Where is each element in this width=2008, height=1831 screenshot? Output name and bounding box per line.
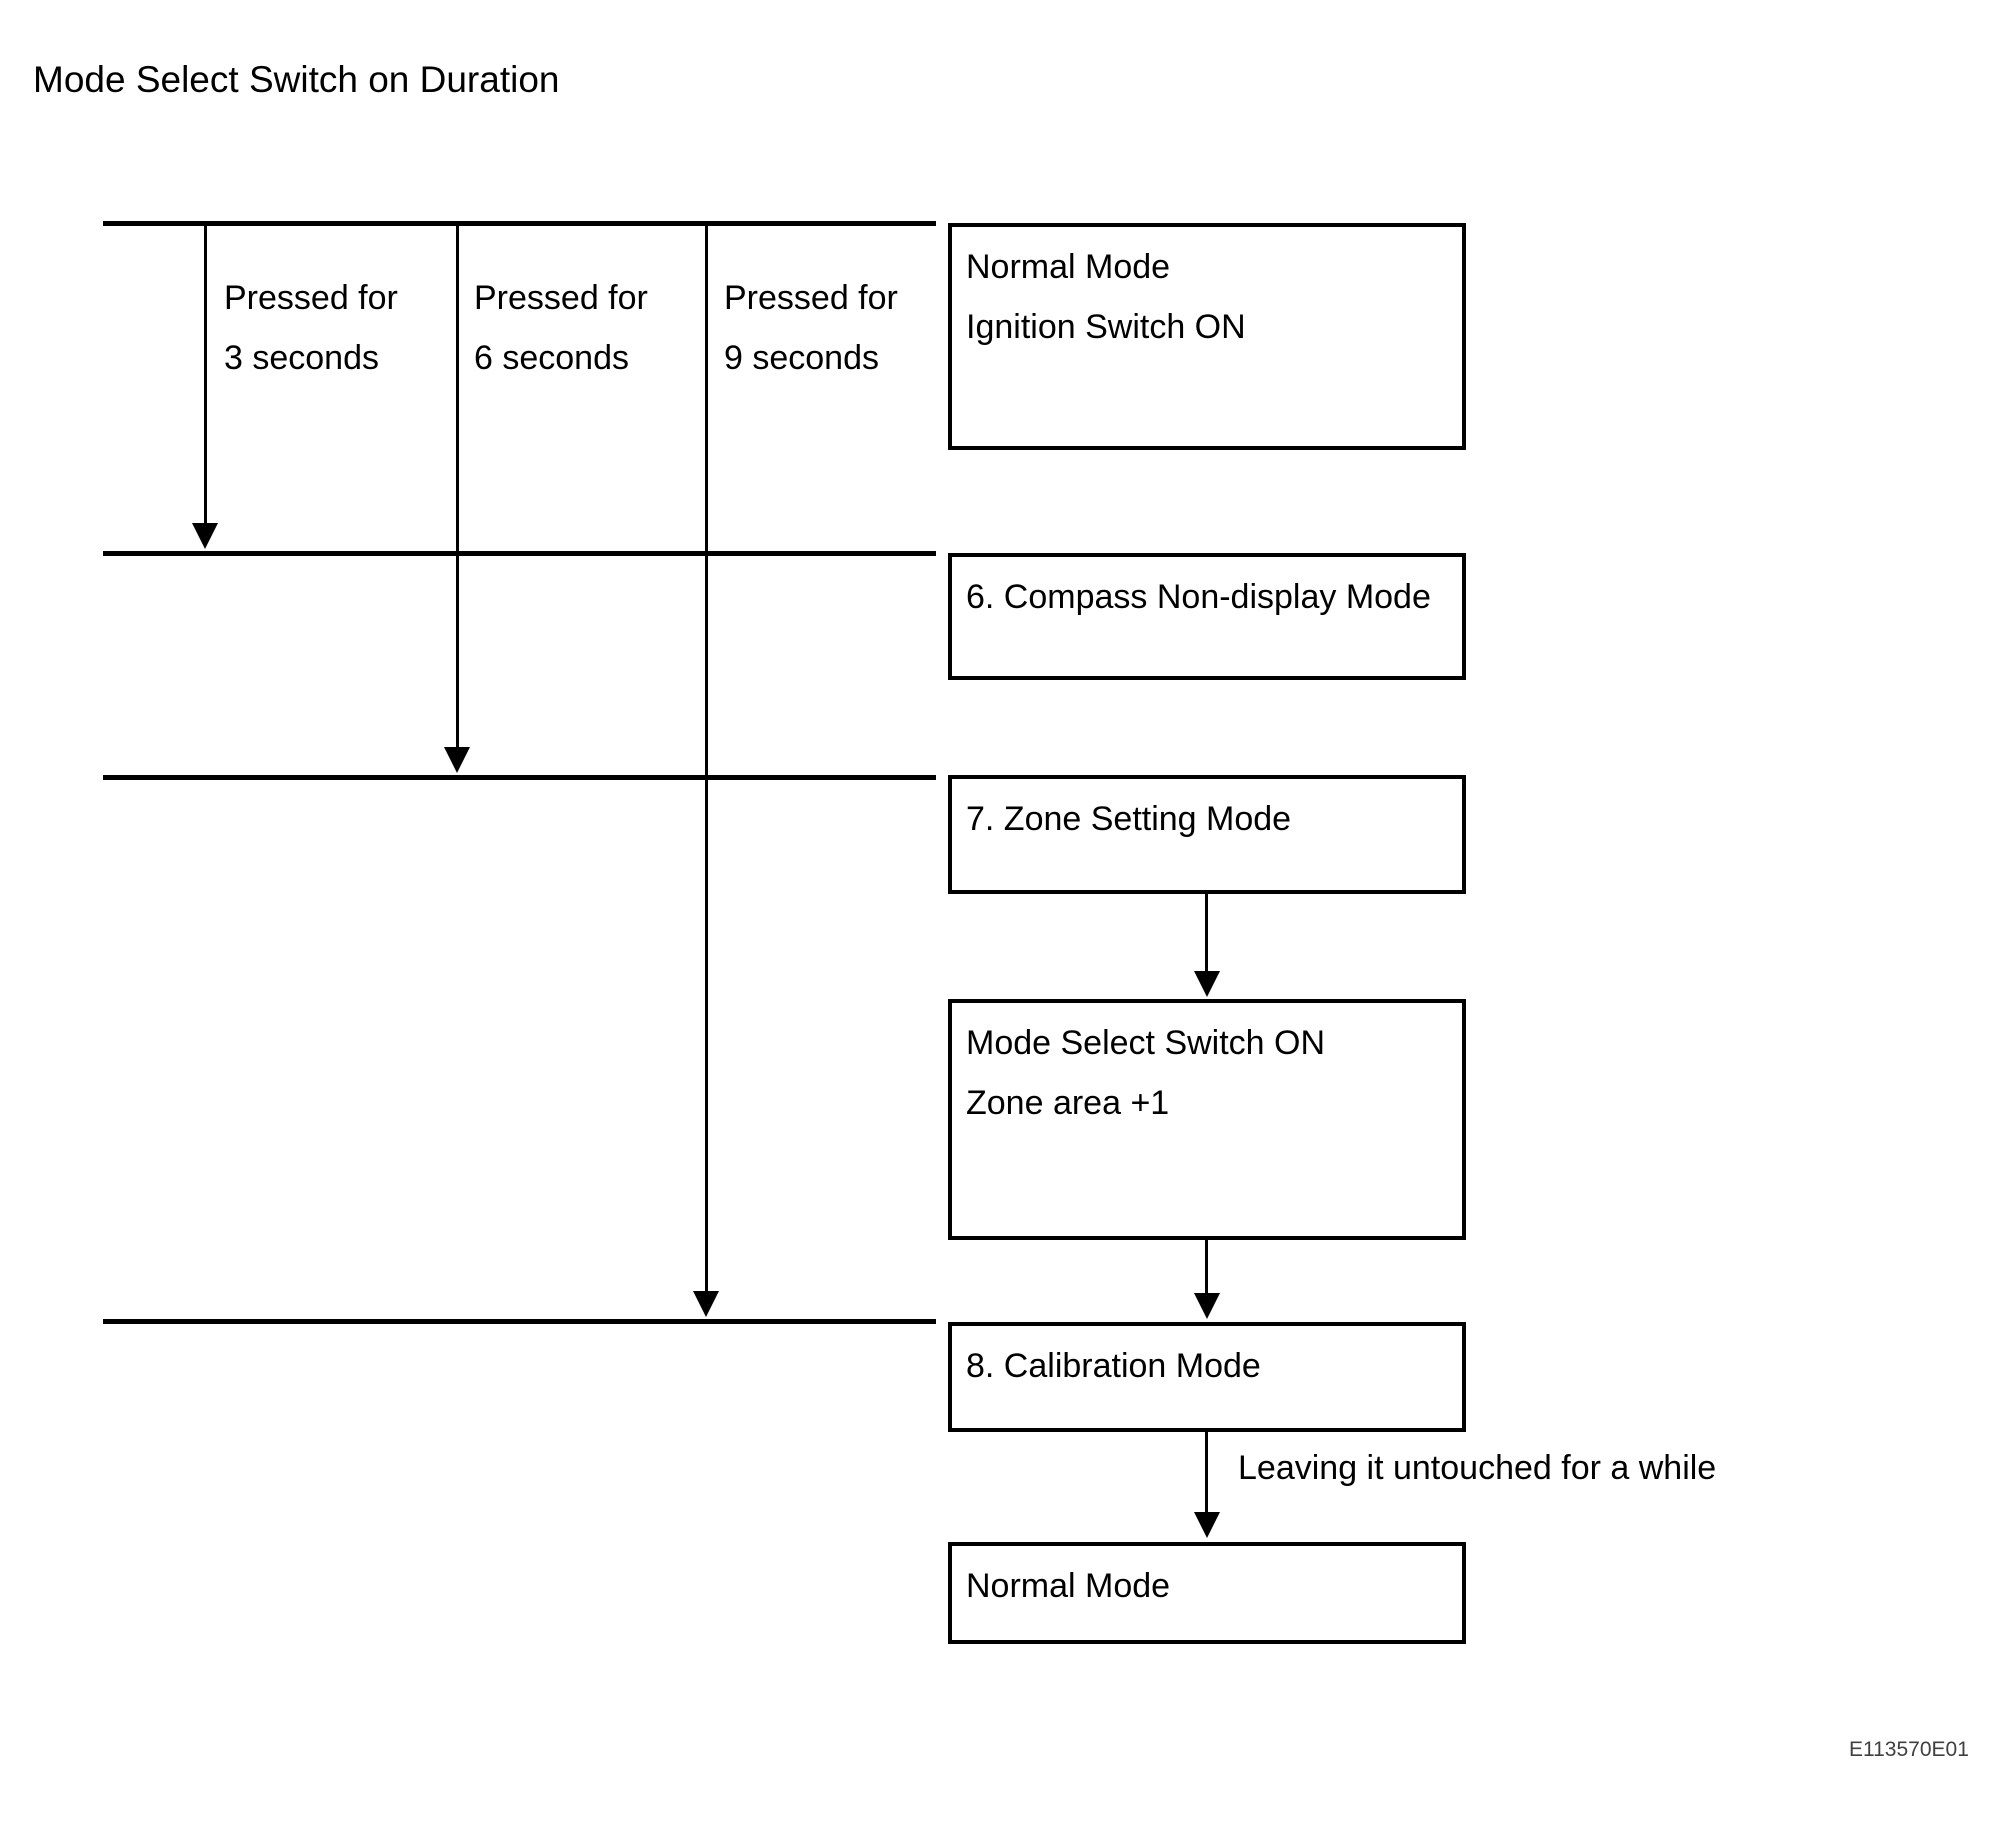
flow-box-text: 8. Calibration Mode: [952, 1326, 1462, 1396]
flow-box-line: Mode Select Switch ON: [966, 1024, 1326, 1062]
flow-box-line: 6. Compass Non-display Mode: [966, 578, 1431, 616]
press-duration-label-line2: 9 seconds: [724, 339, 879, 377]
edge-label-leaving-untouched: Leaving it untouched for a while: [1238, 1449, 1717, 1487]
flow-box-normal-mode-end: Normal Mode: [948, 1542, 1466, 1644]
arrow-down-icon: [693, 1291, 719, 1317]
duration-arrow-6s-stem: [456, 223, 459, 747]
duration-arrow-3s-stem: [204, 223, 207, 525]
press-duration-label-line1: Pressed for: [224, 279, 398, 317]
arrow-down-icon: [1194, 1512, 1220, 1538]
press-duration-label-line1: Pressed for: [474, 279, 648, 317]
arrow-down-icon: [1194, 1293, 1220, 1319]
press-duration-label-line1: Pressed for: [724, 279, 898, 317]
flow-box-compass-non-display-mode: 6. Compass Non-display Mode: [948, 553, 1466, 680]
press-duration-label-6s: Pressed for 6 seconds: [474, 268, 699, 388]
flow-box-line: Normal Mode: [966, 1567, 1171, 1605]
arrow-down-icon: [1194, 971, 1220, 997]
figure-code: E113570E01: [1849, 1738, 1969, 1761]
flow-box-zone-setting-mode: 7. Zone Setting Mode: [948, 775, 1466, 894]
flow-box-calibration-mode: 8. Calibration Mode: [948, 1322, 1466, 1432]
flow-box-text: 7. Zone Setting Mode: [952, 779, 1462, 849]
flow-box-text: Normal Mode: [952, 1546, 1462, 1616]
flow-box-line: Zone area +1: [966, 1084, 1170, 1122]
timeline-rail-9-seconds: [103, 1319, 936, 1324]
flow-box-text: Normal Mode Ignition Switch ON: [952, 227, 1462, 357]
flow-box-line: 7. Zone Setting Mode: [966, 800, 1292, 838]
flow-arrow-calibration-to-normal-stem: [1205, 1432, 1208, 1514]
flow-box-line: Normal Mode: [966, 248, 1171, 286]
flow-box-line: Ignition Switch ON: [966, 308, 1246, 346]
arrow-down-icon: [192, 523, 218, 549]
timeline-rail-6-seconds: [103, 775, 936, 780]
flow-box-text: Mode Select Switch ON Zone area +1: [952, 1003, 1462, 1133]
duration-arrow-9s-stem: [705, 223, 708, 1291]
flow-arrow-zone-to-modeselect-stem: [1205, 894, 1208, 973]
timeline-rail-3-seconds: [103, 551, 936, 556]
flow-arrow-modeselect-to-calibration-stem: [1205, 1240, 1208, 1295]
flow-box-line: 8. Calibration Mode: [966, 1347, 1261, 1385]
flow-box-normal-mode-start: Normal Mode Ignition Switch ON: [948, 223, 1466, 450]
flow-box-mode-select-switch-on: Mode Select Switch ON Zone area +1: [948, 999, 1466, 1240]
flow-box-text: 6. Compass Non-display Mode: [952, 557, 1462, 627]
press-duration-label-9s: Pressed for 9 seconds: [724, 268, 949, 388]
press-duration-label-line2: 3 seconds: [224, 339, 379, 377]
timeline-rail-top: [103, 221, 936, 226]
press-duration-label-3s: Pressed for 3 seconds: [224, 268, 449, 388]
arrow-down-icon: [444, 747, 470, 773]
press-duration-label-line2: 6 seconds: [474, 339, 629, 377]
diagram-title: Mode Select Switch on Duration: [33, 59, 560, 100]
